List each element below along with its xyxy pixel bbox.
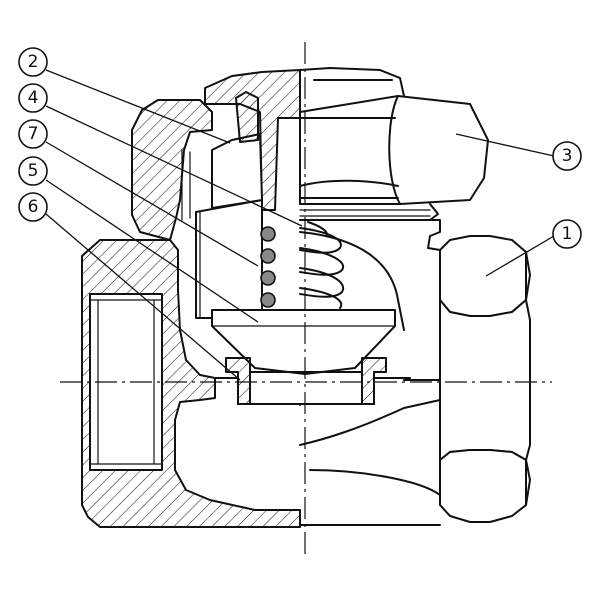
callout-label-4: 4: [28, 88, 39, 108]
callout-2: 2: [18, 47, 48, 77]
callout-label-2: 2: [28, 52, 39, 72]
callout-label-1: 1: [562, 224, 573, 244]
callout-7: 7: [18, 119, 48, 149]
leader-3: [455, 133, 555, 157]
callout-1: 1: [552, 219, 582, 249]
leader-4: [45, 105, 303, 227]
leader-5: [45, 179, 259, 323]
callout-group: 2 4 7 5 6 3 1: [18, 47, 582, 381]
callout-4: 4: [18, 83, 48, 113]
callout-label-6: 6: [28, 197, 39, 217]
callout-3: 3: [552, 141, 582, 171]
leader-1: [485, 235, 555, 277]
seat-ring: [214, 357, 411, 405]
leader-6: [45, 213, 241, 381]
center-lines: [60, 42, 552, 558]
callout-label-5: 5: [28, 161, 39, 181]
callout-label-3: 3: [562, 146, 573, 166]
spring: [260, 221, 345, 309]
callout-label-7: 7: [28, 124, 39, 144]
callout-6: 6: [18, 192, 48, 222]
bonnet-hex-view: [299, 67, 489, 221]
leader-2: [45, 69, 231, 144]
right-port-hex: [439, 235, 531, 523]
leader-7: [45, 141, 259, 267]
body-outside-view: [299, 219, 441, 526]
guide-cage: [181, 91, 263, 319]
callout-5: 5: [18, 156, 48, 186]
